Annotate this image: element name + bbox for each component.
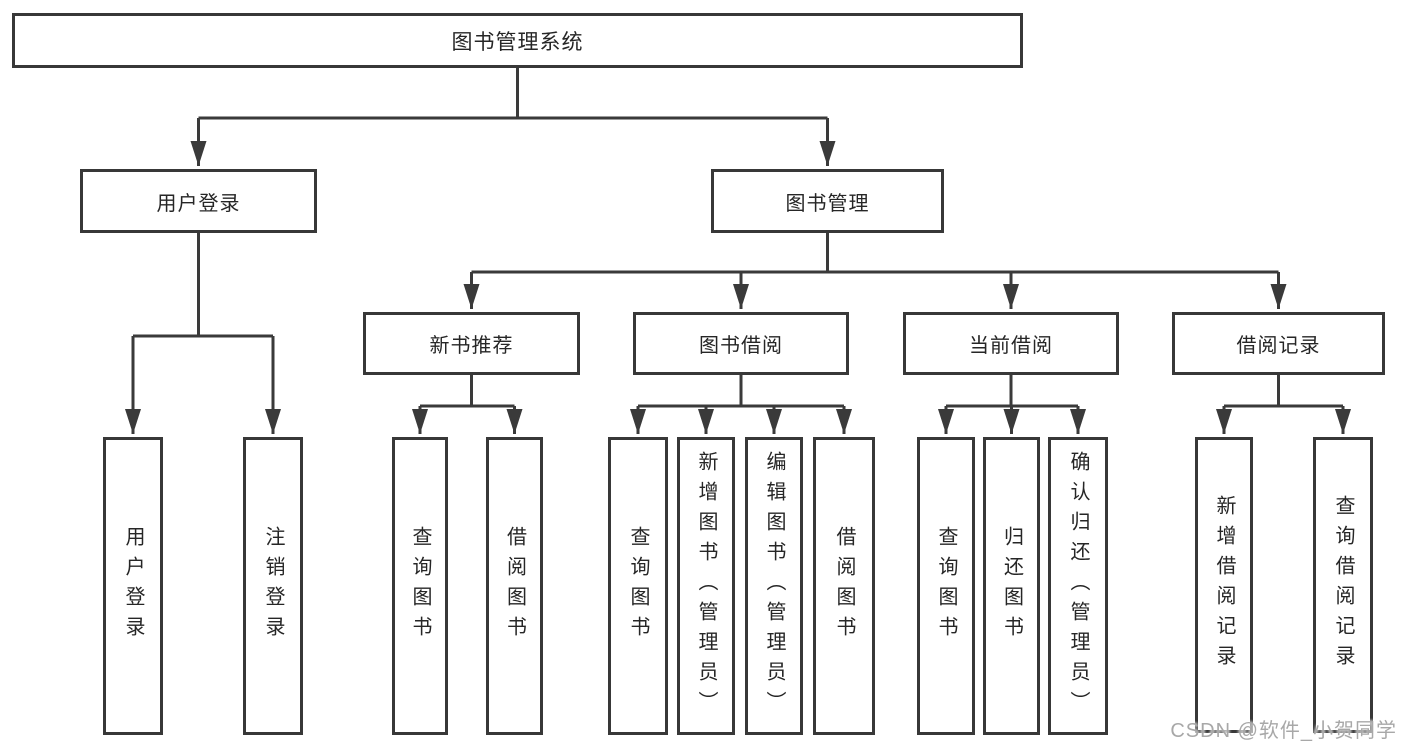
leaf-logout: 注销登录: [243, 437, 303, 735]
leaf-confirm-return-admin: 确认归还（管理员）: [1048, 437, 1108, 735]
node-current-borrow: 当前借阅: [903, 312, 1119, 375]
leaf-query-books-borrow-label: 查询图书: [627, 526, 649, 646]
leaf-query-books-current: 查询图书: [917, 437, 975, 735]
leaf-query-books-recommend-label: 查询图书: [409, 526, 431, 646]
leaf-borrow-books-borrow: 借阅图书: [813, 437, 875, 735]
csdn-watermark: CSDN @软件_小贺同学: [1170, 720, 1397, 742]
node-user-login: 用户登录: [80, 169, 317, 233]
leaf-user-login-label: 用户登录: [122, 526, 144, 646]
leaf-query-books-borrow: 查询图书: [608, 437, 668, 735]
leaf-confirm-return-admin-label: 确认归还（管理员）: [1067, 451, 1089, 721]
leaf-add-borrow-record: 新增借阅记录: [1195, 437, 1253, 733]
node-new-book-recommend: 新书推荐: [363, 312, 580, 375]
node-book-borrow: 图书借阅: [633, 312, 849, 375]
node-current-borrow-label: 当前借阅: [969, 335, 1053, 357]
leaf-user-login: 用户登录: [103, 437, 163, 735]
node-borrow-records-label: 借阅记录: [1236, 335, 1321, 357]
leaf-query-books-current-label: 查询图书: [935, 526, 957, 646]
leaf-borrow-books-recommend: 借阅图书: [486, 437, 543, 735]
leaf-logout-label: 注销登录: [262, 526, 284, 646]
leaf-edit-books-admin-label: 编辑图书（管理员）: [763, 451, 785, 721]
node-book-borrow-label: 图书借阅: [699, 335, 783, 357]
leaf-add-borrow-record-label: 新增借阅记录: [1213, 495, 1235, 675]
leaf-query-books-recommend: 查询图书: [392, 437, 448, 735]
leaf-return-books-label: 归还图书: [1000, 526, 1023, 646]
leaf-query-borrow-record-label: 查询借阅记录: [1332, 495, 1354, 675]
node-book-management: 图书管理: [711, 169, 944, 233]
leaf-borrow-books-recommend-label: 借阅图书: [503, 526, 526, 646]
node-root: 图书管理系统: [12, 13, 1023, 68]
leaf-query-borrow-record: 查询借阅记录: [1313, 437, 1373, 733]
node-root-label: 图书管理系统: [451, 30, 584, 54]
leaf-add-books-admin-label: 新增图书（管理员）: [695, 451, 717, 721]
node-user-login-label: 用户登录: [156, 192, 241, 215]
leaf-borrow-books-borrow-label: 借阅图书: [833, 526, 855, 646]
node-borrow-records: 借阅记录: [1172, 312, 1385, 375]
node-new-book-recommend-label: 新书推荐: [429, 335, 514, 357]
leaf-return-books: 归还图书: [983, 437, 1040, 735]
leaf-edit-books-admin: 编辑图书（管理员）: [745, 437, 803, 735]
node-book-management-label: 图书管理: [785, 192, 870, 215]
leaf-add-books-admin: 新增图书（管理员）: [677, 437, 735, 735]
